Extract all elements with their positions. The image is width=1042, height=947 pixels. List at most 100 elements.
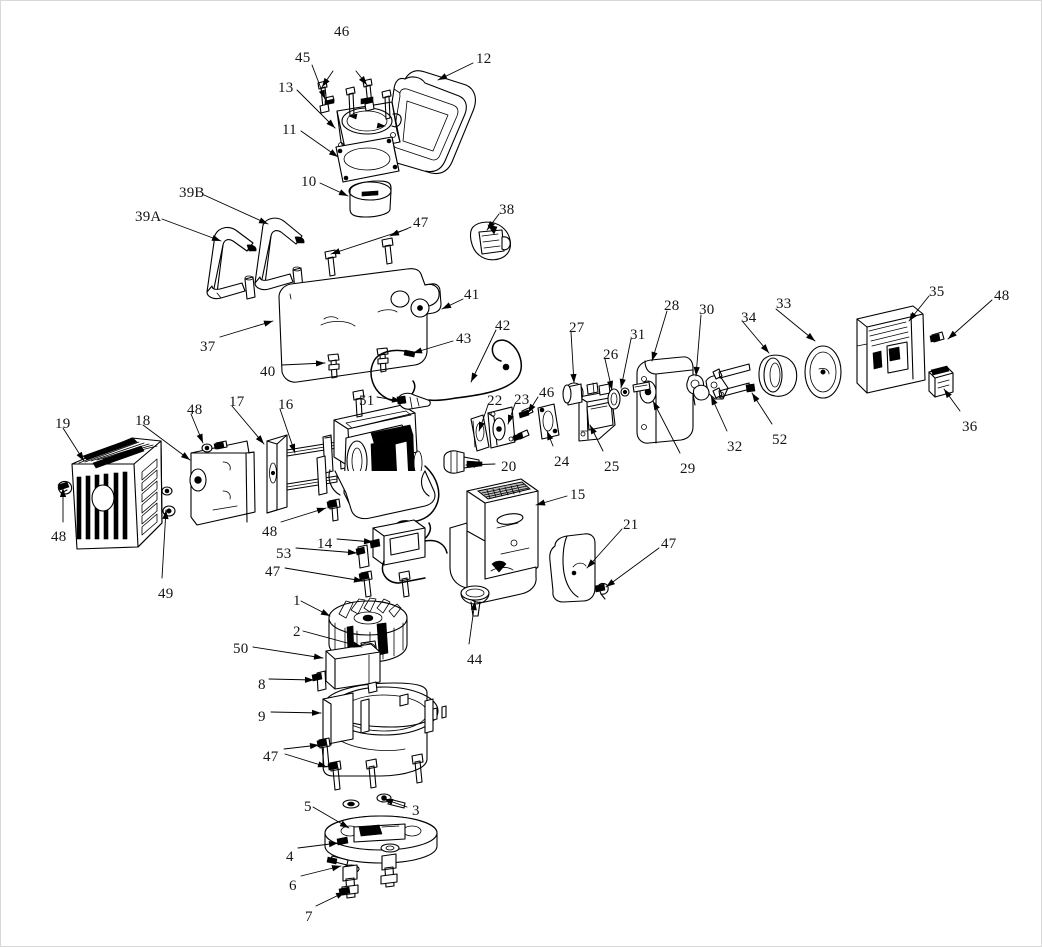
- leader-line-39A: [161, 218, 222, 242]
- arrowhead-53: [347, 549, 357, 556]
- leader-line-2: [302, 630, 363, 648]
- leader-line-37: [219, 320, 274, 338]
- leader-line-47: [284, 567, 364, 582]
- part-53-spacer: [355, 544, 370, 569]
- arrowhead-37: [263, 320, 273, 327]
- leader-line-30: [695, 314, 702, 377]
- callout-label-25: 25: [604, 459, 620, 475]
- part-40-grommet-2: [376, 347, 389, 373]
- callout-label-6: 6: [289, 878, 297, 894]
- callout-label-30: 30: [699, 302, 715, 318]
- arrowhead-18: [180, 452, 190, 460]
- part-50-starter-block: [325, 643, 381, 690]
- callout-label-17: 17: [229, 394, 245, 410]
- callout-label-42: 42: [495, 318, 511, 334]
- part-group-fuel-tank: [206, 217, 522, 402]
- leader-line-39B: [203, 194, 269, 225]
- callout-label-36: 36: [962, 419, 978, 435]
- part-7-bolts: [338, 853, 398, 899]
- arrowhead-23: [508, 414, 514, 424]
- screw: [345, 86, 356, 117]
- arrowhead-42: [471, 372, 478, 382]
- arrowhead-4: [328, 841, 338, 848]
- arrowhead-46: [359, 76, 367, 85]
- part-25-carburetor: [578, 382, 616, 442]
- arrowhead-39B: [258, 217, 268, 224]
- callout-label-14: 14: [317, 536, 333, 552]
- arrowhead-45: [318, 89, 325, 99]
- arrowhead-51: [391, 396, 401, 403]
- callout-label-27: 27: [569, 320, 585, 336]
- callout-label-20: 20: [501, 459, 517, 475]
- arrowhead-48: [316, 507, 326, 514]
- callout-label-35: 35: [929, 284, 945, 300]
- part-43-fuel-line: [370, 349, 416, 402]
- part-47-screw-coil: [358, 570, 411, 598]
- part-engine-block: [328, 389, 440, 545]
- part-5-sump: [324, 815, 438, 864]
- arrowhead-36: [944, 389, 952, 399]
- arrowhead-33: [806, 332, 815, 341]
- callout-label-16: 16: [278, 397, 294, 413]
- arrowhead-40: [315, 360, 325, 367]
- part-47-screws-housing: [316, 737, 424, 791]
- screw: [381, 237, 394, 265]
- part-51-spark-plug: [396, 392, 431, 410]
- screw: [316, 737, 331, 768]
- arrowhead-17: [255, 435, 264, 444]
- callout-label-37: 37: [200, 339, 216, 355]
- screw: [365, 758, 378, 789]
- callout-label-40: 40: [260, 364, 276, 380]
- callout-label-5: 5: [304, 799, 312, 815]
- part-9-blower-housing: [322, 681, 447, 777]
- arrowhead-47: [317, 761, 327, 768]
- arrowhead-20: [466, 461, 476, 468]
- part-15-heat-shield: [449, 478, 539, 603]
- arrowhead-47: [353, 576, 363, 583]
- arrowhead-10: [338, 189, 348, 196]
- arrowhead-11: [328, 149, 338, 157]
- arrowhead-16: [289, 443, 296, 453]
- callout-label-9: 9: [258, 709, 266, 725]
- arrowhead-47: [309, 742, 319, 750]
- callout-label-28: 28: [664, 298, 680, 314]
- arrowhead-22: [479, 421, 485, 431]
- callout-label-34: 34: [741, 310, 757, 326]
- arrowhead-13: [326, 119, 335, 128]
- arrowhead-29: [653, 401, 660, 411]
- arrowhead-43: [413, 347, 423, 354]
- callout-label-18: 18: [135, 413, 151, 429]
- part-20-oil-sensor: [443, 450, 483, 474]
- part-52-bolts: [712, 363, 756, 399]
- part-27-choke-assembly: [562, 382, 584, 406]
- callout-label-19: 19: [55, 416, 71, 432]
- callout-label-46: 46: [539, 385, 555, 401]
- part-19-cylinder-head: [71, 437, 163, 550]
- callout-label-47: 47: [265, 564, 281, 580]
- callout-label-24: 24: [554, 454, 570, 470]
- leader-line-47: [605, 547, 660, 588]
- part-washer-top: [342, 799, 360, 809]
- part-39A-bracket: [206, 226, 257, 300]
- callout-label-23: 23: [514, 392, 530, 408]
- callout-label-39B: 39B: [179, 185, 205, 201]
- part-33-disc: [804, 345, 842, 399]
- arrowhead-30: [693, 366, 700, 376]
- arrowhead-25: [590, 425, 597, 435]
- callout-label-50: 50: [233, 641, 249, 657]
- arrowhead-49: [162, 510, 169, 520]
- callout-label-4: 4: [286, 849, 294, 865]
- part-1-flywheel: [328, 597, 408, 663]
- arrowhead-41: [442, 302, 452, 309]
- arrowhead-12: [438, 73, 448, 80]
- arrowhead-9: [311, 709, 321, 716]
- arrowhead-47: [390, 229, 400, 236]
- callout-label-46: 46: [334, 24, 350, 40]
- part-46-screws-carb: [512, 406, 534, 442]
- part-36-switch: [928, 365, 954, 398]
- callout-label-8: 8: [258, 677, 266, 693]
- part-47-screw-cover: [594, 582, 609, 600]
- callout-label-11: 11: [282, 122, 297, 138]
